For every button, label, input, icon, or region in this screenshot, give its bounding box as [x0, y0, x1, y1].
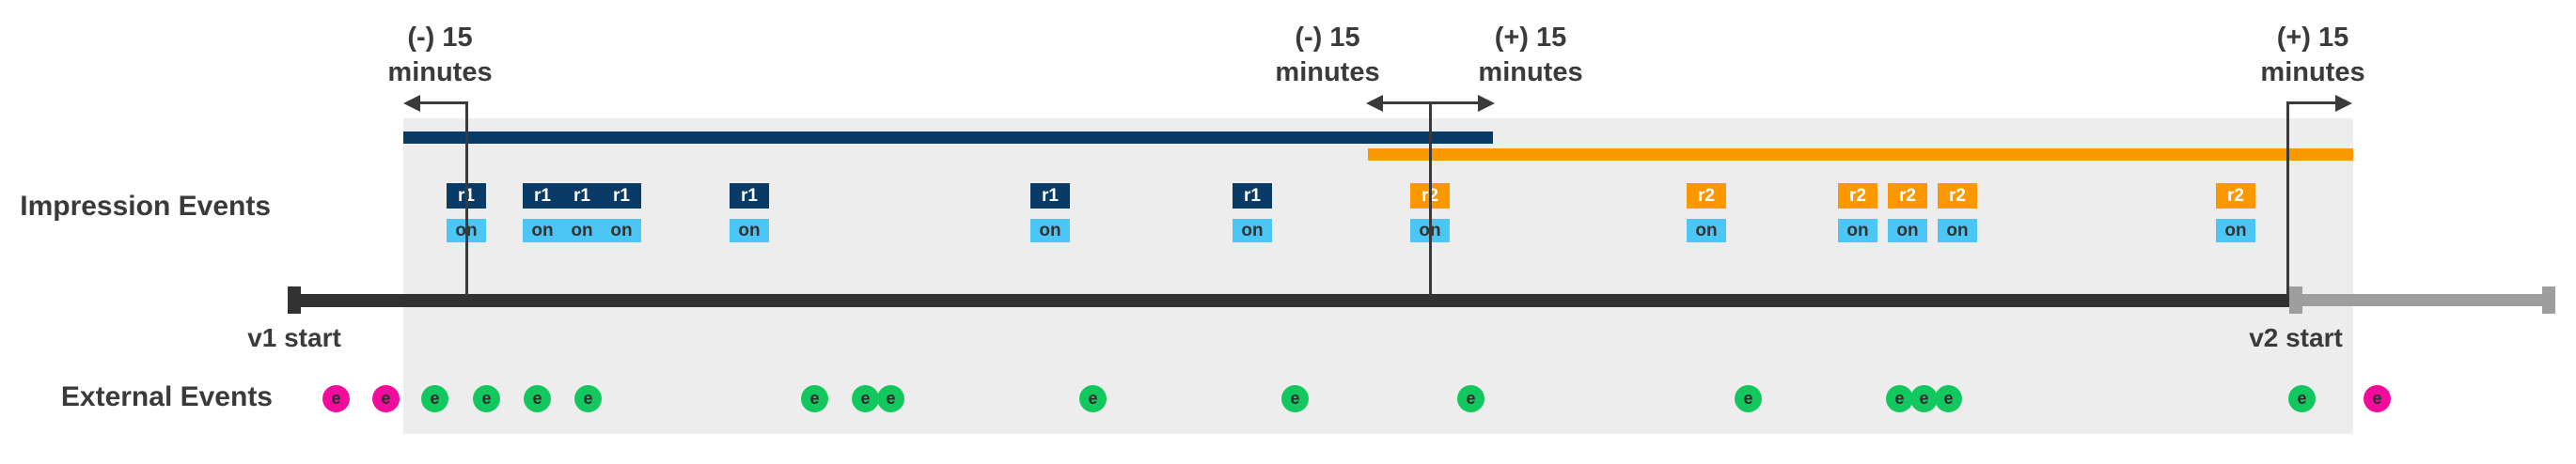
external-event-green-dot: e — [2288, 385, 2316, 412]
plus15-right-line2: minutes — [2260, 57, 2365, 87]
external-event-green-dot: e — [1079, 385, 1107, 412]
plus15-mid-line1: (+) 15 — [1494, 23, 1567, 53]
timeline-end-tick — [2542, 286, 2555, 314]
plus15-right-arrowhead-icon — [2335, 95, 2352, 112]
external-event-green-dot: e — [852, 385, 879, 412]
external-event-green-dot: e — [1886, 385, 1913, 412]
v1-start-tick — [288, 286, 301, 314]
review-window-band — [403, 118, 2353, 434]
rule-box-r2: r2 — [1888, 183, 1927, 209]
rule-box-r1: r1 — [562, 183, 602, 209]
r2-active-period-bar — [1368, 148, 2353, 161]
rule-box-r1: r1 — [1030, 183, 1070, 209]
plus15-right-arrow-line — [2287, 101, 2337, 104]
v1-timeline-bar — [291, 294, 2290, 307]
rule-box-r2: r2 — [1687, 183, 1726, 209]
external-event-green-dot: e — [524, 385, 551, 412]
plus15-right-label: (+) 15 minutes — [2260, 21, 2364, 90]
v2-start-tick — [2289, 286, 2302, 314]
rule-box-r1: r1 — [602, 183, 641, 209]
external-events-row-label: External Events — [60, 381, 273, 412]
on-box: on — [1233, 219, 1272, 242]
on-box: on — [2216, 219, 2255, 242]
external-event-green-dot: e — [1281, 385, 1309, 412]
on-box: on — [730, 219, 769, 242]
minus15-left-line2: minutes — [387, 57, 493, 87]
on-box: on — [1030, 219, 1070, 242]
on-box: on — [602, 219, 641, 242]
external-event-green-dot: e — [877, 385, 904, 412]
rule-box-r2: r2 — [1938, 183, 1977, 209]
v2-start-label: v2 start — [2249, 323, 2343, 352]
on-box: on — [1838, 219, 1877, 242]
plus15-mid-label: (+) 15 minutes — [1478, 21, 1582, 90]
minus15-mid-line1: (-) 15 — [1295, 23, 1360, 53]
mid-left-arrowhead-icon — [1366, 95, 1383, 112]
external-event-pink-dot: e — [322, 385, 350, 412]
mid-arrow-line — [1380, 101, 1481, 104]
on-box: on — [1687, 219, 1726, 242]
on-box: on — [1938, 219, 1977, 242]
minus15-left-arrow-line — [416, 101, 468, 104]
on-box: on — [562, 219, 602, 242]
rule-box-r1: r1 — [1233, 183, 1272, 209]
external-event-green-dot: e — [1935, 385, 1962, 412]
external-event-green-dot: e — [1735, 385, 1762, 412]
r1-active-period-bar — [403, 131, 1493, 144]
external-event-green-dot: e — [421, 385, 448, 412]
external-event-green-dot: e — [801, 385, 828, 412]
external-event-green-dot: e — [574, 385, 602, 412]
plus15-right-marker-line — [2286, 101, 2289, 296]
external-event-pink-dot: e — [372, 385, 400, 412]
rule-box-r1: r1 — [523, 183, 562, 209]
impression-events-row-label: Impression Events — [20, 191, 271, 222]
on-box: on — [1888, 219, 1927, 242]
plus15-right-line1: (+) 15 — [2276, 23, 2349, 53]
minus15-left-line1: (-) 15 — [407, 23, 473, 53]
external-event-green-dot: e — [1910, 385, 1938, 412]
minus15-mid-label: (-) 15 minutes — [1275, 21, 1379, 90]
minus15-left-marker-line — [465, 101, 468, 296]
plus15-mid-line2: minutes — [1478, 57, 1583, 87]
rule-box-r1: r1 — [730, 183, 769, 209]
mid-right-arrowhead-icon — [1478, 95, 1495, 112]
external-event-pink-dot: e — [2364, 385, 2391, 412]
external-event-green-dot: e — [1457, 385, 1484, 412]
v2-timeline-bar — [2290, 294, 2554, 306]
on-box: on — [523, 219, 562, 242]
minus15-mid-line2: minutes — [1275, 57, 1380, 87]
rule-box-r2: r2 — [1838, 183, 1877, 209]
external-event-green-dot: e — [473, 385, 500, 412]
minus15-left-arrowhead-icon — [403, 95, 420, 112]
rule-box-r2: r2 — [2216, 183, 2255, 209]
v1-start-label: v1 start — [247, 323, 341, 352]
minus15-left-label: (-) 15 minutes — [387, 21, 492, 90]
mid-marker-line — [1429, 101, 1432, 296]
